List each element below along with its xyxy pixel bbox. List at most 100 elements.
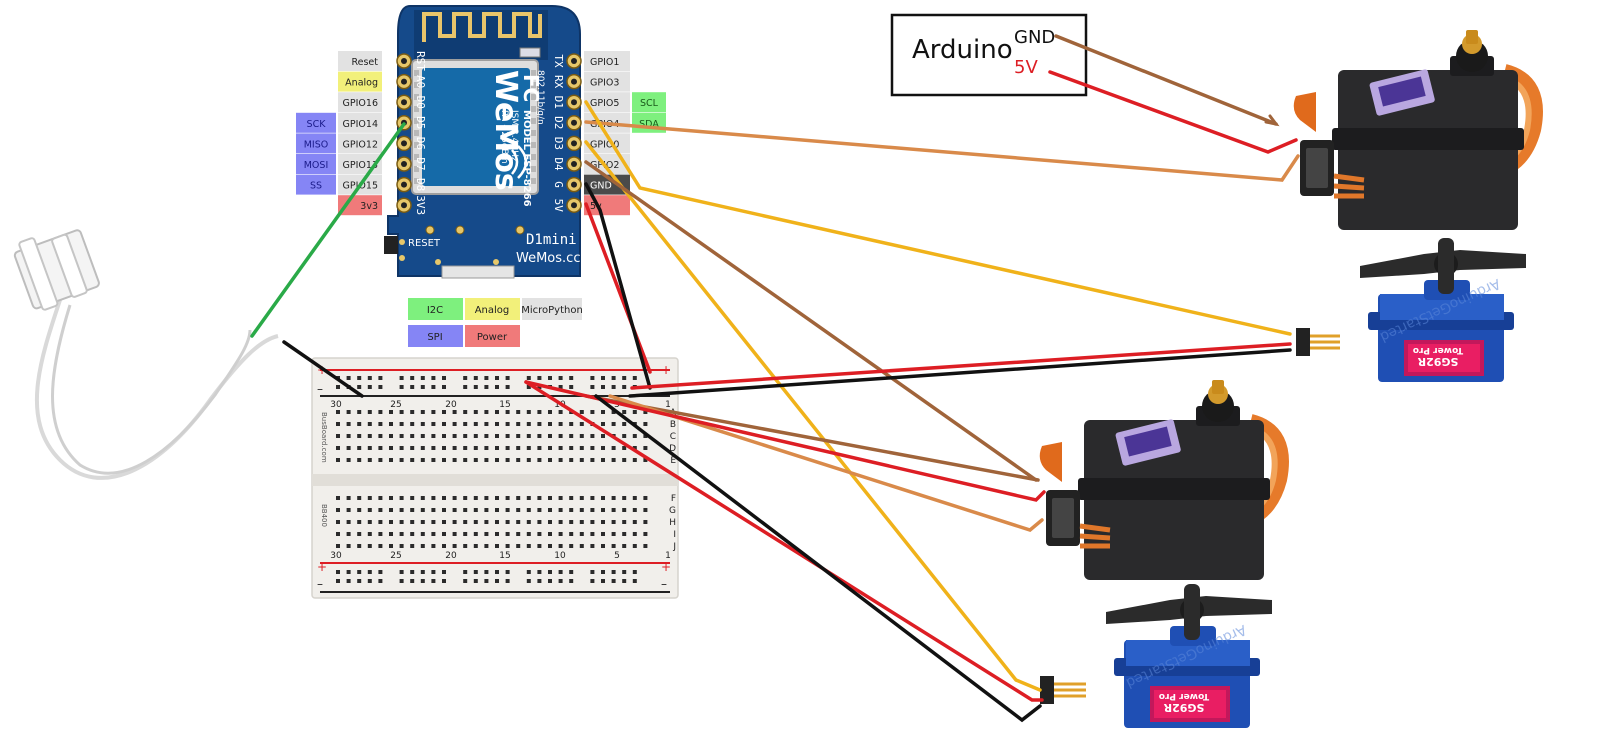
- left-gpio-box: [338, 112, 382, 133]
- reed-switch: [13, 229, 279, 480]
- rail-minus-bottom: –: [317, 577, 323, 591]
- servo-big-2: [1040, 380, 1283, 580]
- wire-d2-servo1: [584, 120, 1300, 182]
- breadboard-model: BB400: [320, 504, 328, 527]
- silk-pin-right: D3: [552, 137, 565, 150]
- arduino-power-source: Arduino GND 5V: [890, 13, 1088, 97]
- servo-micro-2: Tower Pro SG92R ArduinoGetStarted: [1040, 584, 1272, 728]
- column-number: 25: [390, 551, 401, 561]
- silk-pin-right: 5V: [552, 199, 565, 213]
- wire-reed-gnd: [282, 340, 364, 398]
- wire-5v-rail: [584, 202, 652, 374]
- wire-rail-5v-servo2: [524, 380, 1046, 502]
- wire-rail-5v-micro2: [524, 380, 1044, 702]
- rail-plus-bottom: +: [317, 560, 327, 574]
- right-gpio-box: [584, 174, 630, 195]
- right-gpio-label: GND: [590, 181, 612, 192]
- board-pa-line: PA +25dBm: [499, 110, 509, 164]
- right-func-label: SCL: [640, 98, 659, 109]
- servo-big-1: [1294, 30, 1537, 230]
- silk-pin-left: D8: [414, 178, 427, 191]
- left-func-box: [296, 133, 336, 154]
- servo-micro-1-model: SG92R: [1417, 355, 1458, 368]
- wire-arduino-5v: [1048, 70, 1298, 154]
- left-gpio-box: [338, 71, 382, 92]
- left-func-label: MOSI: [304, 160, 329, 171]
- left-gpio-label: Reset: [351, 57, 378, 68]
- left-gpio-box: [338, 133, 382, 154]
- right-gpio-box: [584, 133, 630, 154]
- servo-micro-1-brand: Tower Pro: [1413, 345, 1463, 355]
- column-number: 30: [330, 551, 342, 561]
- left-func-box: [296, 154, 336, 174]
- wires: [250, 34, 1300, 723]
- servo-micro-2-brand: Tower Pro: [1159, 691, 1209, 701]
- servo-micro-2-model: SG92R: [1163, 701, 1204, 714]
- right-gpio-box: [584, 51, 630, 71]
- row-letter: E: [670, 456, 676, 466]
- column-number: 15: [499, 400, 510, 410]
- right-gpio-label: 5v: [590, 201, 602, 212]
- legend-power-swatch: [465, 325, 520, 347]
- wire-rail-gnd-micro2: [594, 394, 1042, 723]
- reset-label: RESET: [408, 238, 441, 249]
- wire-d4-servo2: [584, 160, 1038, 482]
- arduino-title: Arduino: [912, 35, 1013, 65]
- legend-power-label: Power: [477, 332, 508, 343]
- legend-analog-label: Analog: [475, 305, 510, 316]
- column-number: 1: [665, 551, 671, 561]
- column-number: 20: [445, 400, 457, 410]
- left-func-box: [296, 112, 336, 133]
- wemos-logo: WeMos: [488, 70, 523, 191]
- right-gpio-label: GPIO3: [590, 78, 619, 89]
- column-number: 5: [614, 400, 620, 410]
- wire-d5-reed: [250, 122, 406, 338]
- row-letter: G: [669, 506, 676, 516]
- right-gpio-label: GPIO0: [590, 139, 619, 150]
- right-gpio-box: [584, 92, 630, 113]
- right-gpio-label: GPIO1: [590, 57, 619, 68]
- right-gpio-box: [584, 71, 630, 92]
- wire-d1-micro1: [584, 100, 1292, 336]
- left-gpio-label: 3v3: [360, 201, 378, 212]
- legend-micropython-swatch: [522, 298, 582, 320]
- column-number: 30: [330, 400, 342, 410]
- fcc-logo: FC: [519, 74, 543, 102]
- row-letter: C: [670, 432, 676, 442]
- left-func-label: SS: [310, 181, 322, 192]
- usb-connector: [441, 265, 515, 279]
- column-number: 10: [554, 551, 566, 561]
- wire-arduino-gnd: [1054, 34, 1278, 126]
- left-gpio-label: GPIO12: [343, 139, 378, 150]
- silk-pin-right: RX: [552, 75, 565, 89]
- column-number: 5: [614, 551, 620, 561]
- arduino-gnd-label: GND: [1014, 27, 1055, 48]
- silk-pin-right: TX: [552, 54, 565, 68]
- left-gpio-box: [338, 92, 382, 113]
- row-letter: H: [669, 518, 676, 528]
- legend-i2c-swatch: [408, 298, 463, 320]
- right-func-box: [632, 92, 666, 113]
- wire-d3-micro2: [584, 140, 1042, 692]
- rail-plus-bottom-right: +: [661, 560, 671, 574]
- silk-pin-left: D7: [414, 157, 427, 170]
- left-func-box: [296, 174, 336, 195]
- breadboard-holes: [336, 376, 648, 583]
- rail-minus-bottom-right: –: [661, 577, 667, 591]
- legend-spi-label: SPI: [427, 332, 442, 343]
- wifi-icon: [511, 145, 528, 179]
- right-func-label: SDA: [639, 119, 659, 130]
- arduino-box: [890, 13, 1088, 97]
- row-letter: F: [671, 494, 676, 504]
- left-gpio-label: GPIO16: [343, 98, 378, 109]
- silk-pin-right: D1: [552, 96, 565, 109]
- silk-pin-right: G: [552, 181, 565, 188]
- silk-pin-left: D6: [414, 137, 427, 150]
- left-pin-labels: ResetAnalogGPIO16GPIO14SCKGPIO12MISOGPIO…: [296, 51, 382, 216]
- row-letter: J: [672, 542, 676, 552]
- row-letter: D: [669, 444, 676, 454]
- board-name: D1mini: [526, 232, 577, 248]
- wire-rail-gnd-micro1: [628, 348, 1292, 398]
